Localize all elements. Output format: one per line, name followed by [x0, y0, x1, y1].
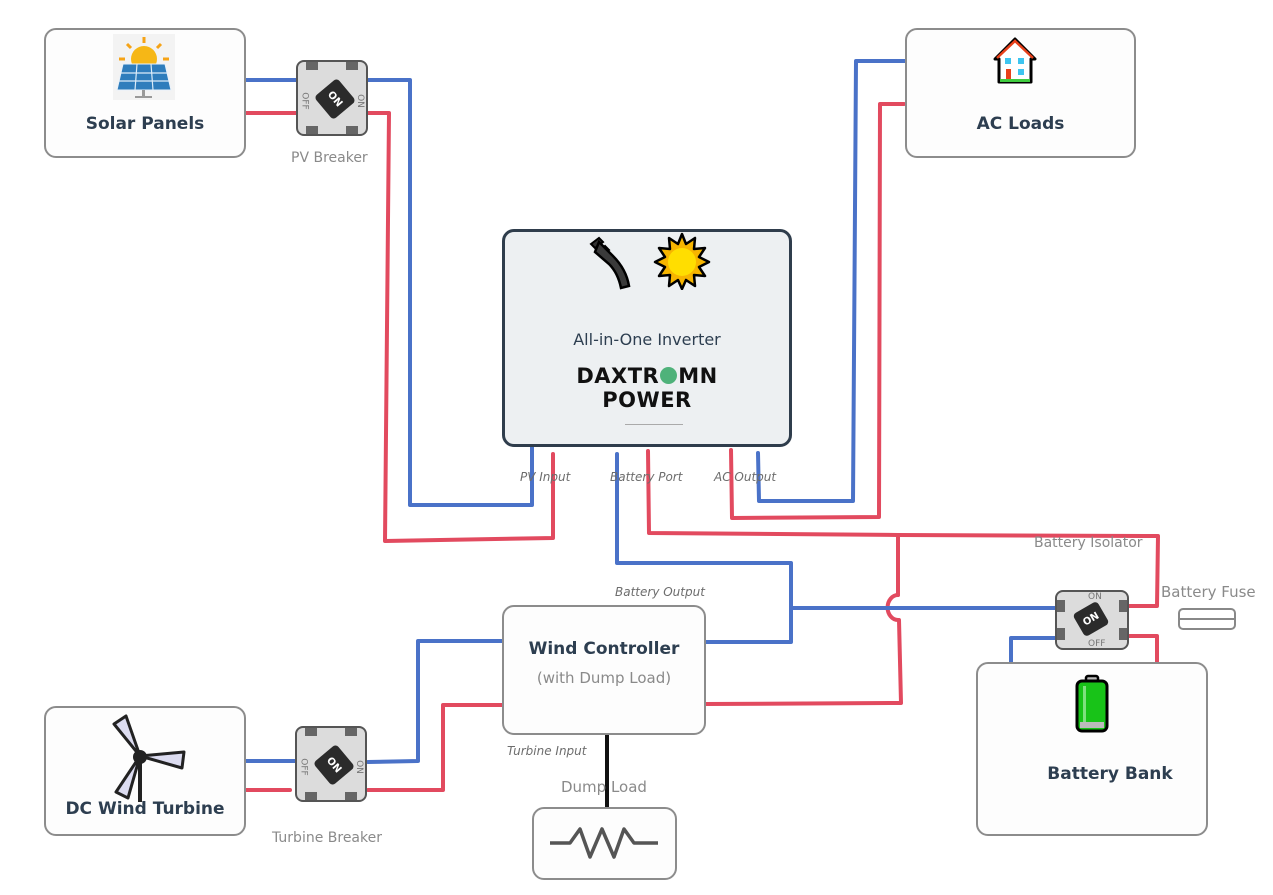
leaf-icon [660, 367, 678, 384]
battery-bank-node[interactable]: Battery Bank [976, 662, 1208, 836]
dump-load-node[interactable] [532, 807, 677, 880]
wire-controller-pos [704, 618, 903, 706]
dc-wind-turbine-title: DC Wind Turbine [65, 799, 225, 819]
dc-wind-turbine-node[interactable]: DC Wind Turbine [44, 706, 246, 836]
battery-isolator-label: Battery Isolator [1034, 535, 1143, 551]
battery-isolator[interactable]: ON ON OFF [1055, 590, 1129, 650]
wind-controller-title: Wind Controller [528, 639, 680, 659]
solar-panel-icon [113, 34, 175, 100]
inverter-title: All-in-One Inverter [573, 330, 721, 349]
ac-output-label: AC Output [714, 470, 777, 484]
plug-icon [589, 236, 631, 290]
solar-panels-node[interactable]: Solar Panels [44, 28, 246, 158]
wire-ac-pos [729, 102, 906, 520]
wire-iso-neg [1009, 636, 1058, 672]
turbine-breaker-toggle[interactable]: ON [312, 743, 356, 787]
fuse-element [1180, 618, 1234, 620]
turbine-breaker-label: Turbine Breaker [272, 830, 382, 846]
brand-divider [625, 424, 683, 425]
pv-breaker[interactable]: ON OFF ON [296, 60, 368, 136]
wind-controller-subtitle: (with Dump Load) [536, 669, 672, 687]
battery-fuse[interactable] [1178, 608, 1236, 630]
ac-loads-title: AC Loads [976, 114, 1065, 134]
turbine-breaker-on-text: ON [354, 760, 365, 774]
wire-ac-neg [756, 59, 908, 503]
pv-input-label: PV Input [520, 470, 571, 484]
wind-turbine-icon [112, 714, 186, 802]
sun-icon [653, 232, 711, 290]
wire-battery-port-neg [615, 452, 793, 644]
wire-iso-pos [1121, 634, 1159, 667]
battery-port-label: Battery Port [610, 470, 683, 484]
pv-breaker-off-text: OFF [299, 92, 310, 110]
wire-turb-breaker-pos [366, 703, 506, 792]
pv-breaker-toggle[interactable]: ON [313, 77, 357, 121]
solar-panels-title: Solar Panels [85, 114, 205, 134]
pv-breaker-on-text: ON [355, 94, 366, 108]
wire-turb-breaker-neg [366, 639, 506, 764]
turbine-breaker-off-text: OFF [298, 758, 309, 776]
ac-loads-node[interactable]: AC Loads [905, 28, 1136, 158]
wire-pv-neg [366, 78, 534, 507]
wire-pv-pos [366, 111, 555, 543]
resistor-icon [550, 827, 658, 859]
battery-isolator-on-text: ON [1088, 592, 1102, 602]
battery-isolator-off-text: OFF [1088, 639, 1106, 649]
battery-bank-title: Battery Bank [1047, 764, 1173, 784]
pv-breaker-label: PV Breaker [291, 150, 368, 166]
turbine-breaker[interactable]: ON OFF ON [295, 726, 367, 802]
dump-load-label: Dump Load [561, 778, 647, 796]
battery-icon [1075, 674, 1109, 733]
brand-line-2: POWER [602, 388, 692, 412]
battery-isolator-toggle[interactable]: ON [1072, 600, 1110, 638]
battery-fuse-label: Battery Fuse [1161, 583, 1256, 601]
wire-battery-port-pos [646, 449, 1160, 608]
turbine-input-label: Turbine Input [507, 744, 587, 758]
wind-controller-node[interactable]: Wind Controller (with Dump Load) [502, 605, 706, 735]
house-icon [993, 37, 1037, 84]
battery-output-label: Battery Output [615, 585, 705, 599]
